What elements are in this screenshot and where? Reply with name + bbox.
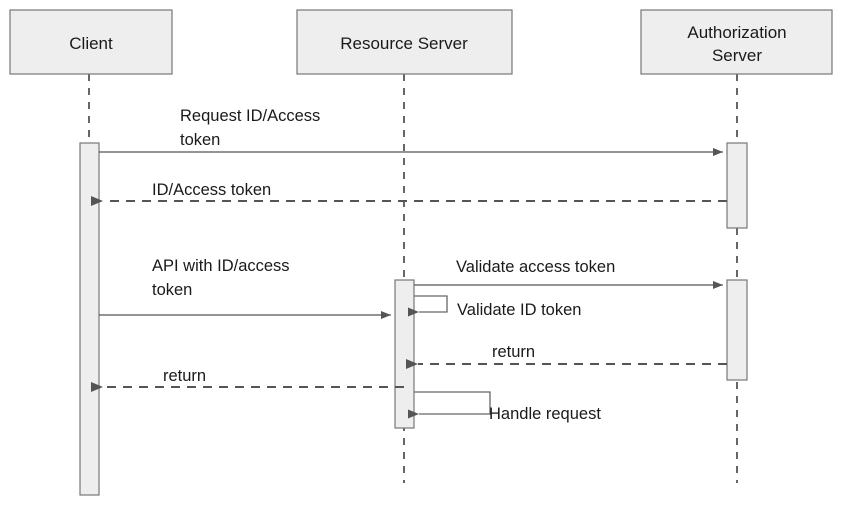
participant-resource-server[interactable]: Resource Server [296,9,513,75]
participant-client[interactable]: Client [9,9,173,75]
message-label-id-access-token-return: ID/Access token [152,181,271,199]
message-label-request-id-access-token-line1: Request ID/Access [180,107,320,125]
participant-label-authorization-server-line2: Server [712,46,762,65]
message-label-request-id-access-token-line2: token [180,131,220,149]
participant-label-resource-server: Resource Server [340,34,468,53]
message-validate-id-token-self[interactable]: Validate ID token [408,295,581,319]
activation-bar-resource-server[interactable] [394,279,415,429]
message-label-validate-id-token: Validate ID token [457,301,581,319]
activation-bar-authorization-server-1[interactable] [726,142,748,229]
participant-box-authorization-server[interactable] [640,9,833,75]
participant-box-client[interactable] [9,9,173,75]
message-return-resource-to-client[interactable]: return [91,367,404,392]
message-label-api-with-id-access-token-line1: API with ID/access [152,257,290,275]
message-validate-access-token[interactable]: Validate access token [414,258,723,289]
message-handle-request-self[interactable]: Handle request [408,391,601,423]
message-label-validate-access-token: Validate access token [456,258,615,276]
message-request-id-access-token[interactable]: Request ID/Access token [99,107,723,156]
participant-label-authorization-server-line1: Authorization [687,23,786,42]
message-label-return-auth-to-resource: return [492,343,535,361]
message-selfloop-handle-request [408,391,491,419]
message-selfloop-validate-id-token [408,295,448,317]
activation-bar-authorization-server-2[interactable] [726,279,748,381]
activations-group [79,142,748,496]
participant-box-resource-server[interactable] [296,9,513,75]
message-label-handle-request: Handle request [489,405,601,423]
activation-bar-client[interactable] [79,142,100,496]
message-label-api-with-id-access-token-line2: token [152,281,192,299]
message-api-with-id-access-token[interactable]: API with ID/access token [99,257,391,319]
message-label-return-resource-to-client: return [163,367,206,385]
message-return-auth-to-resource[interactable]: return [406,343,727,369]
participant-label-client: Client [69,34,113,53]
participant-authorization-server[interactable]: Authorization Server [640,9,833,75]
message-id-access-token-return[interactable]: ID/Access token [91,181,727,206]
